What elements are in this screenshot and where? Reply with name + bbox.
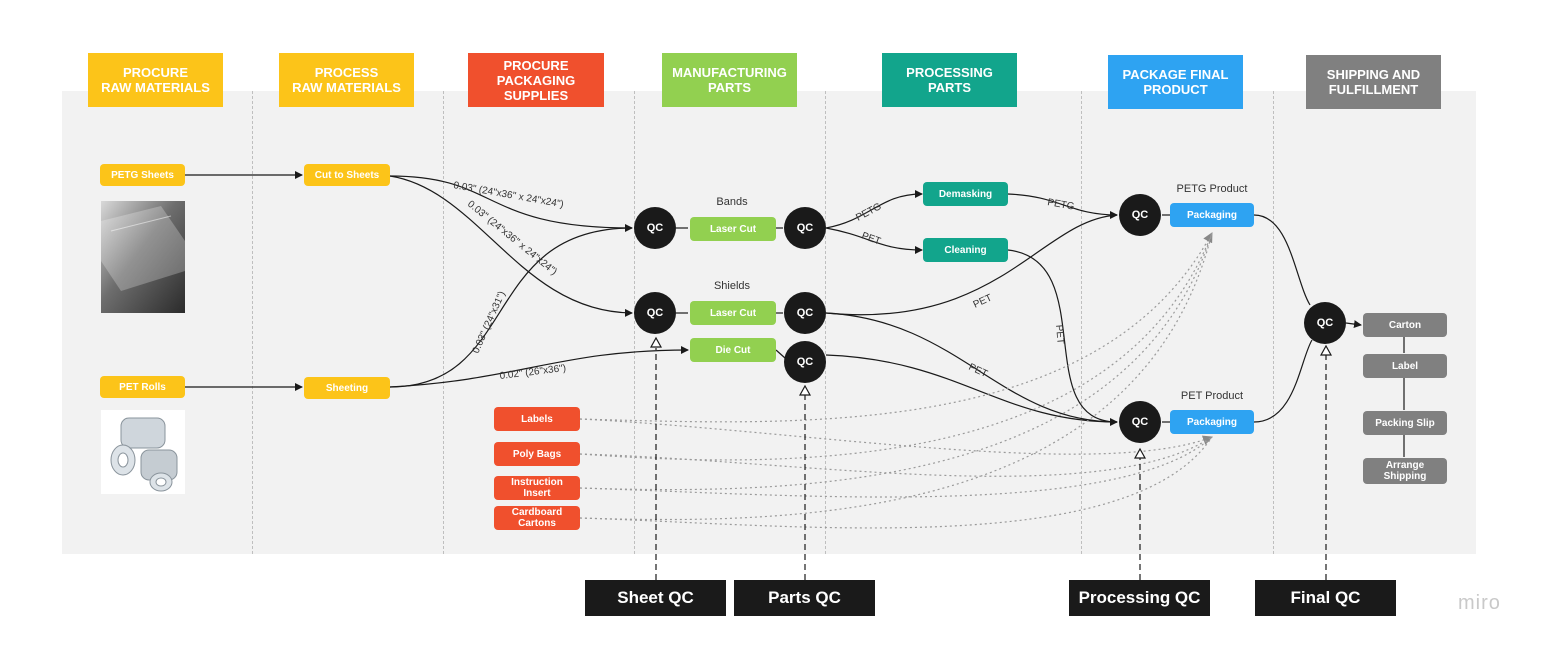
stage-shipping-and-fulfillment: SHIPPING AND FULFILLMENT [1306,55,1441,109]
miro-watermark: miro [1458,592,1501,614]
edge-bands-to-cleaning [825,227,923,254]
group-label-petg-product: PETG Product [1176,183,1248,195]
label-parts-qc: Parts QC [734,580,875,616]
qc-node-shields-out[interactable]: QC [784,292,826,334]
node-cardboard-cartons[interactable]: Cardboard Cartons [494,506,580,530]
node-instruction-insert[interactable]: Instruction Insert [494,476,580,500]
node-demasking[interactable]: Demasking [923,182,1008,206]
edge-petg-pack-to-final-qc [1253,214,1311,306]
node-packaging-pet[interactable]: Packaging [1170,410,1254,434]
qc-node-final[interactable]: QC [1304,302,1346,344]
edge-label-pet-3: PET [1053,324,1066,344]
qc-node-pet-product[interactable]: QC [1119,401,1161,443]
edge-insert-to-pack [579,232,1213,491]
label-sheet-qc: Sheet QC [585,580,726,616]
qc-node-bands-in[interactable]: QC [634,207,676,249]
sheet-qc-arrowhead [649,336,663,348]
stage-processing-parts: PROCESSING PARTS [882,53,1017,107]
edge-cut-to-shields-qc [389,175,633,317]
label-final-qc: Final QC [1255,580,1396,616]
node-packaging-petg[interactable]: Packaging [1170,203,1254,227]
edge-sheeting-to-diecut [389,346,689,388]
lane-divider [825,91,826,554]
edge-label-sheeting-to-diecut: 0.02" (26"x36") [499,363,567,382]
group-label-pet-product: PET Product [1180,390,1244,402]
edge-shields-to-petg-qc [825,214,1118,316]
petg-sheet-photo [101,201,185,313]
edge-labels-to-pack2 [579,418,1213,455]
edge-label-petg-2: PETG [1046,197,1075,213]
edge-cleaning-to-pet-qc [1007,249,1118,426]
edge-diecut-qc [775,349,786,359]
lane-divider [1273,91,1274,554]
node-packing-slip[interactable]: Packing Slip [1363,411,1447,435]
node-laser-cut-bands[interactable]: Laser Cut [690,217,776,241]
node-petg-sheets[interactable]: PETG Sheets [100,164,185,186]
edge-cartons-to-pack [579,232,1213,521]
stage-manufacturing-parts: MANUFACTURING PARTS [662,53,797,107]
group-label-bands: Bands [716,196,748,208]
node-cleaning[interactable]: Cleaning [923,238,1008,262]
edge-insert-to-pack2 [579,436,1213,498]
stage-package-final-product: PACKAGE FINAL PRODUCT [1108,55,1243,109]
pet-rolls-photo [101,410,185,494]
stage-process-raw-materials: PROCESS RAW MATERIALS [279,53,414,107]
group-label-shields: Shields [713,280,751,292]
lane-divider [1081,91,1082,554]
qc-node-diecut-out[interactable]: QC [784,341,826,383]
edge-diecut-to-pet-qc [825,354,1118,423]
edge-final-qc-to-carton [1345,320,1362,329]
edge-polybags-to-pack2 [579,436,1213,477]
edge-cartons-to-pack2 [579,436,1213,529]
edge-label-pet-1: PET [860,230,882,247]
lane-divider [634,91,635,554]
edge-sheeting-to-bands-qc [389,227,633,388]
edge-label-pet-2: PET [972,293,994,311]
qc-node-bands-out[interactable]: QC [784,207,826,249]
edge-cut-to-bands-qc [389,175,633,232]
lane-divider [252,91,253,554]
qc-node-shields-in[interactable]: QC [634,292,676,334]
node-poly-bags[interactable]: Poly Bags [494,442,580,466]
node-arrange-shipping[interactable]: Arrange Shipping [1363,458,1447,484]
node-pet-rolls[interactable]: PET Rolls [100,376,185,398]
edge-pet-pack-to-final-qc [1253,339,1313,423]
final-qc-arrowhead [1319,344,1333,356]
edge-label-petg-1: PETG [854,201,883,224]
edge-demasking-to-petg-qc [1007,193,1118,219]
node-laser-cut-shields[interactable]: Laser Cut [690,301,776,325]
qc-node-petg-product[interactable]: QC [1119,194,1161,236]
node-die-cut[interactable]: Die Cut [690,338,776,362]
node-label[interactable]: Label [1363,354,1447,378]
node-carton[interactable]: Carton [1363,313,1447,337]
processing-qc-arrowhead [1133,447,1147,459]
node-labels[interactable]: Labels [494,407,580,431]
node-cut-to-sheets[interactable]: Cut to Sheets [304,164,390,186]
edge-label-pet-4: PET [967,362,989,380]
stage-procure-packaging-supplies: PROCURE PACKAGING SUPPLIES [468,53,604,107]
stage-procure-raw-materials: PROCURE RAW MATERIALS [88,53,223,107]
edge-label-sheeting-to-bands: 0.03" (24"x31") [471,290,508,355]
edge-shields-to-pet-qc [825,312,1118,423]
label-processing-qc: Processing QC [1069,580,1210,616]
node-sheeting[interactable]: Sheeting [304,377,390,399]
edge-bands-to-demasking [825,190,923,229]
edge-label-cut-to-shields: 0.03" (24"x36" x 24"x24") [465,199,559,278]
parts-qc-arrowhead [798,384,812,396]
lane-divider [443,91,444,554]
